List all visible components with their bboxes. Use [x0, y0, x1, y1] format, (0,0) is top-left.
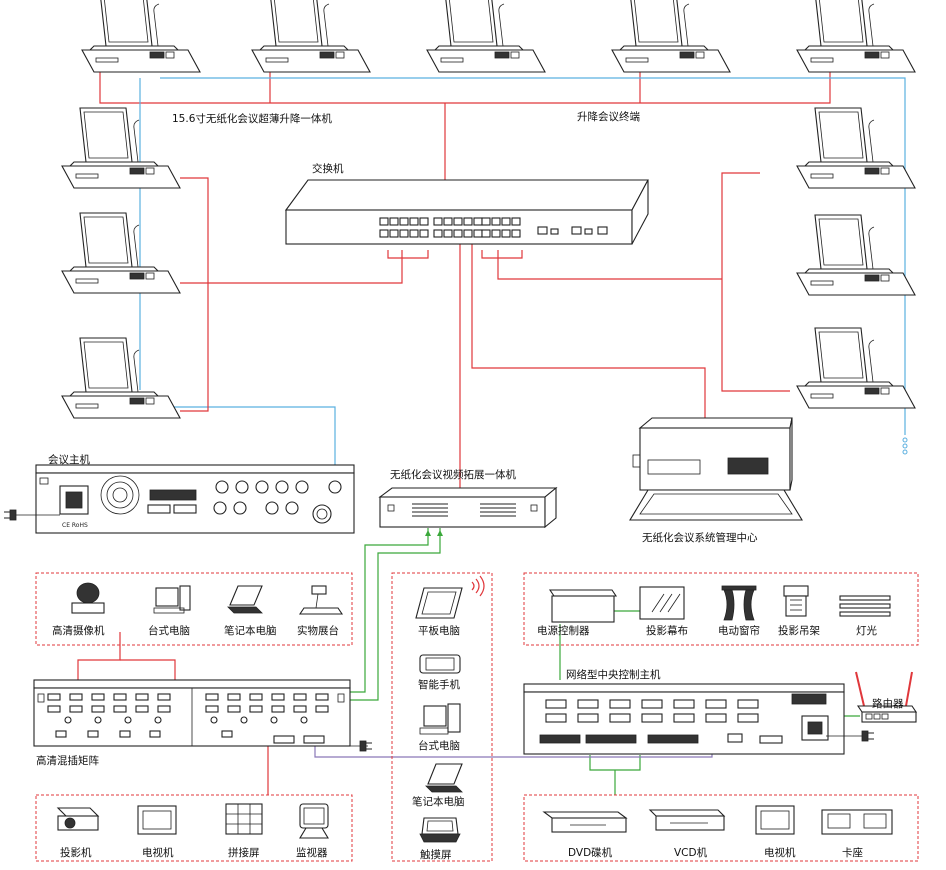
mobile-label-2: 智能手机	[418, 678, 460, 691]
router-icon	[855, 671, 918, 723]
control-label-3: 电动窗帘	[718, 624, 760, 637]
output-label-3: 拼接屏	[228, 846, 260, 859]
terminal-label: 15.6寸无纸化会议超薄升降一体机	[172, 112, 332, 125]
network-bus-top	[99, 62, 831, 193]
matrix-label: 高清混插矩阵	[36, 754, 99, 767]
network-switch	[284, 179, 649, 245]
monitor-icon	[299, 803, 329, 839]
laptop-icon	[227, 585, 263, 614]
inputs-to-matrix	[77, 632, 121, 688]
projection-screen-icon	[639, 586, 685, 620]
dvd-player-icon	[542, 811, 628, 833]
input-label-4: 实物展台	[297, 624, 339, 637]
terminal-left-2	[61, 212, 181, 294]
inputs-group-box	[35, 572, 353, 646]
control-power-plug	[826, 730, 874, 742]
switch-label: 交换机	[312, 162, 344, 175]
expander-to-matrix-1	[350, 528, 429, 693]
output-label-1: 投影机	[60, 846, 92, 859]
cassette-deck-icon	[821, 809, 893, 835]
touchscreen-icon	[419, 817, 461, 843]
input-label-2: 台式电脑	[148, 624, 190, 637]
mobile-label-5: 触摸屏	[420, 848, 452, 861]
curtain-icon	[721, 585, 757, 621]
input-label-1: 高清摄像机	[52, 624, 105, 637]
network-bus-right	[497, 172, 790, 392]
switch-to-management	[471, 240, 706, 420]
router-label: 路由器	[872, 697, 904, 710]
serial-bus-top	[139, 77, 906, 475]
output-label-2: 电视机	[142, 846, 174, 859]
input-label-3: 笔记本电脑	[224, 624, 277, 637]
power-controller-icon	[548, 589, 618, 623]
terminal-top-1	[81, 0, 201, 73]
conference-host: CE RoHS	[35, 464, 355, 534]
video-wall-icon	[225, 803, 263, 835]
central-control-label: 网络型中央控制主机	[566, 668, 661, 681]
av-label-1: DVD碟机	[568, 846, 613, 859]
continuation-dots	[902, 437, 908, 455]
control-label-5: 灯光	[856, 624, 877, 637]
video-expander	[378, 486, 558, 536]
control-label-4: 投影吊架	[778, 624, 820, 637]
av-label-2: VCD机	[674, 846, 708, 859]
outputs-group-box	[35, 794, 353, 862]
ce-mark: CE RoHS	[62, 522, 88, 529]
laptop-icon-2	[425, 763, 463, 793]
terminal-left-3	[61, 337, 181, 419]
central-control-host	[523, 683, 845, 755]
tv-icon-2	[755, 805, 795, 835]
terminal-top-3	[426, 0, 546, 73]
desktop-pc-icon-2	[419, 703, 461, 735]
terminal-right-1	[796, 107, 916, 189]
terminal-top-2	[251, 0, 371, 73]
network-bus-left	[180, 177, 403, 412]
document-camera-icon	[298, 585, 344, 615]
expander-to-matrix-2	[350, 528, 441, 701]
av-label-3: 电视机	[764, 846, 796, 859]
wifi-icon	[471, 575, 485, 597]
desktop-pc-icon	[153, 585, 191, 614]
switch-group-right	[481, 250, 523, 259]
management-center	[629, 417, 803, 521]
mobile-label-1: 平板电脑	[418, 624, 460, 637]
tablet-icon	[415, 587, 463, 619]
switch-group-left	[387, 250, 429, 259]
control-label-1: 电源控制器	[537, 624, 590, 637]
terminal-right-3	[796, 327, 916, 409]
control-group-box	[523, 572, 919, 646]
mobile-label-4: 笔记本电脑	[412, 795, 465, 808]
management-center-label: 无纸化会议系统管理中心	[642, 531, 758, 544]
video-expander-label: 无纸化会议视频拓展一体机	[390, 468, 516, 481]
tv-icon	[137, 805, 177, 835]
terminal-left-1	[61, 107, 181, 189]
lighting-icon	[839, 595, 891, 617]
av-group-box	[523, 794, 919, 862]
conference-host-label: 会议主机	[48, 453, 90, 466]
matrix-power-plug	[340, 740, 372, 752]
power-plug-left	[4, 509, 60, 521]
av-label-4: 卡座	[842, 846, 863, 859]
vcd-player-icon	[648, 809, 726, 831]
hd-matrix	[33, 679, 351, 747]
projector-icon	[56, 807, 100, 831]
terminal-top-4	[611, 0, 731, 73]
mobile-label-3: 台式电脑	[418, 739, 460, 752]
projector-mount-icon	[783, 585, 809, 617]
output-label-4: 监视器	[296, 846, 328, 859]
terminal-right-2	[796, 214, 916, 296]
terminal-top-5	[796, 0, 916, 73]
hd-camera-icon	[71, 582, 105, 614]
lift-terminal-label: 升降会议终端	[577, 110, 640, 123]
control-label-2: 投影幕布	[646, 624, 688, 637]
smartphone-icon	[419, 654, 461, 674]
mobile-group-box	[391, 572, 493, 862]
